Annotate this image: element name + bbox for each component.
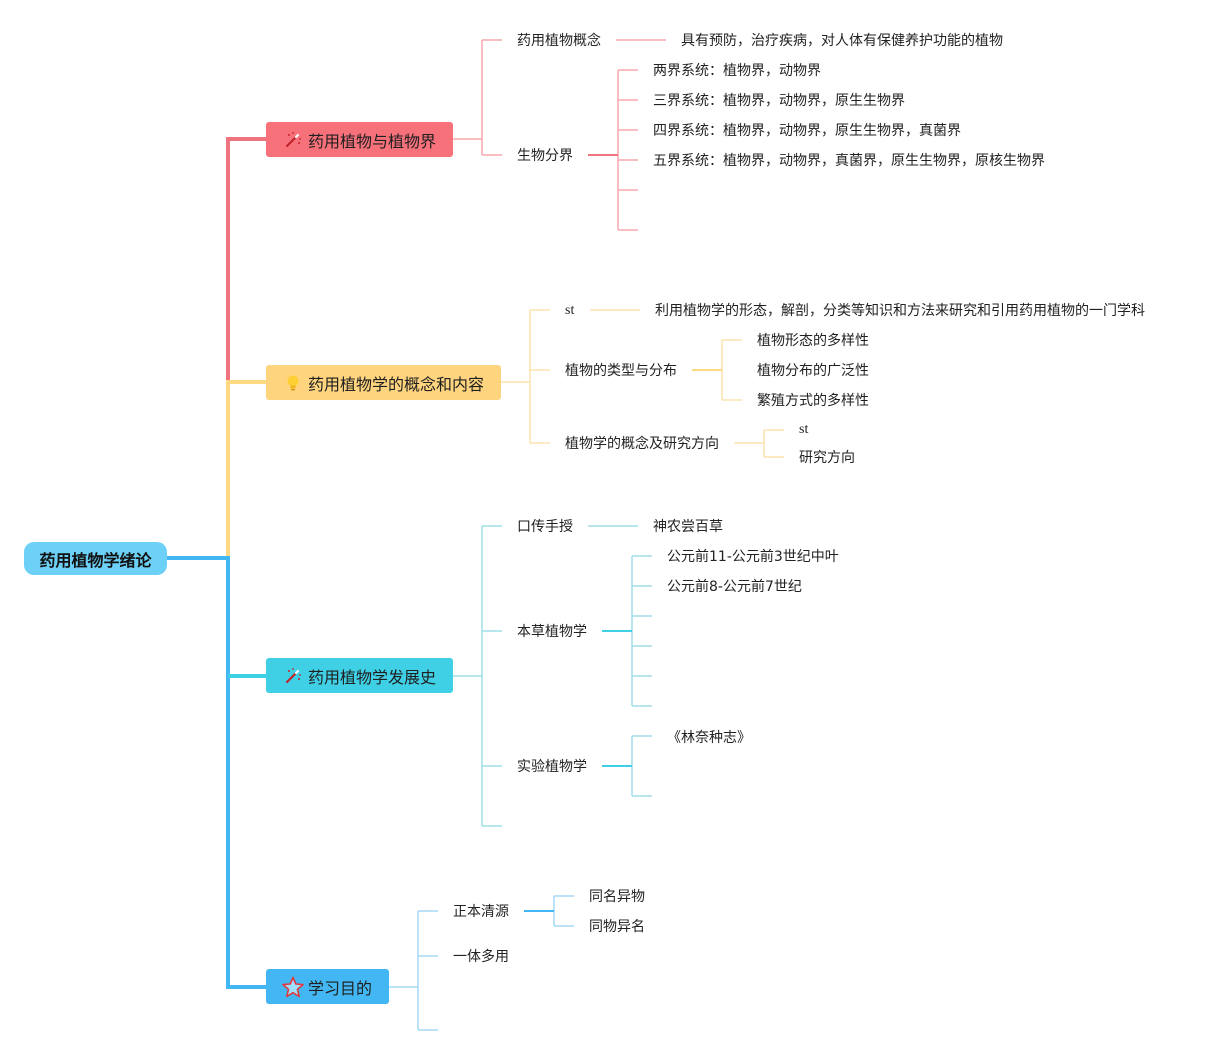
subtopic-st[interactable]: st <box>565 303 575 318</box>
classification-item[interactable]: 三界系统：植物界，动物界，原生生物界 <box>653 93 905 109</box>
star-icon <box>282 976 304 997</box>
classification-item[interactable]: 四界系统：植物界，动物界，原生生物界，真菌界 <box>653 123 961 139</box>
topic-label: 药用植物学发展史 <box>308 667 437 687</box>
source-item[interactable]: 同物异名 <box>589 919 645 935</box>
topic-concept-and-content[interactable]: 药用植物学的概念和内容 <box>266 365 501 400</box>
experimental-item[interactable]: 《林奈种志》 <box>667 730 751 746</box>
subtopic-classification[interactable]: 生物分界 <box>517 148 573 164</box>
magic-wand-icon <box>285 667 301 683</box>
topic-development-history[interactable]: 药用植物学发展史 <box>266 658 453 693</box>
subtopic-concept-detail[interactable]: 具有预防，治疗疾病，对人体有保健养护功能的植物 <box>681 33 1003 49</box>
root-topic[interactable]: 药用植物学绪论 <box>24 542 167 575</box>
subtopic-herbal-botany[interactable]: 本草植物学 <box>517 624 587 640</box>
subtopic-rectify-source[interactable]: 正本清源 <box>453 904 509 920</box>
subtopic-oral-detail[interactable]: 神农尝百草 <box>653 519 723 535</box>
topic-medicinal-plants-and-kingdom[interactable]: 药用植物与植物界 <box>266 122 453 157</box>
subtopic-research-direction[interactable]: 植物学的概念及研究方向 <box>565 436 719 452</box>
source-item[interactable]: 同名异物 <box>589 889 645 905</box>
subtopic-concept[interactable]: 药用植物概念 <box>517 33 601 49</box>
types-item[interactable]: 植物形态的多样性 <box>757 333 869 349</box>
topic-label: 药用植物学的概念和内容 <box>308 374 485 394</box>
herbal-item[interactable]: 公元前11-公元前3世纪中叶 <box>667 549 839 565</box>
classification-item[interactable]: 五界系统：植物界，动物界，真菌界，原生生物界，原核生物界 <box>653 153 1045 169</box>
subtopic-types-distribution[interactable]: 植物的类型与分布 <box>565 363 677 379</box>
direction-item[interactable]: st <box>799 422 809 437</box>
topic-label: 药用植物与植物界 <box>308 131 437 151</box>
types-item[interactable]: 繁殖方式的多样性 <box>757 393 869 409</box>
root-topic-label: 药用植物学绪论 <box>39 550 152 570</box>
herbal-item[interactable]: 公元前8-公元前7世纪 <box>667 579 802 595</box>
lightbulb-icon <box>287 375 299 390</box>
subtopic-oral-tradition[interactable]: 口传手授 <box>517 519 573 535</box>
direction-item[interactable]: 研究方向 <box>799 450 855 466</box>
magic-wand-icon <box>285 131 301 147</box>
subtopic-st-detail[interactable]: 利用植物学的形态，解剖，分类等知识和方法来研究和引用药用植物的一门学科 <box>655 303 1145 319</box>
classification-item[interactable]: 两界系统：植物界，动物界 <box>653 63 821 79</box>
types-item[interactable]: 植物分布的广泛性 <box>757 363 869 379</box>
topic-label: 学习目的 <box>308 978 373 998</box>
subtopic-experimental-botany[interactable]: 实验植物学 <box>517 759 587 775</box>
topic-learning-purpose[interactable]: 学习目的 <box>266 969 389 1004</box>
subtopic-multi-use[interactable]: 一体多用 <box>453 949 509 965</box>
